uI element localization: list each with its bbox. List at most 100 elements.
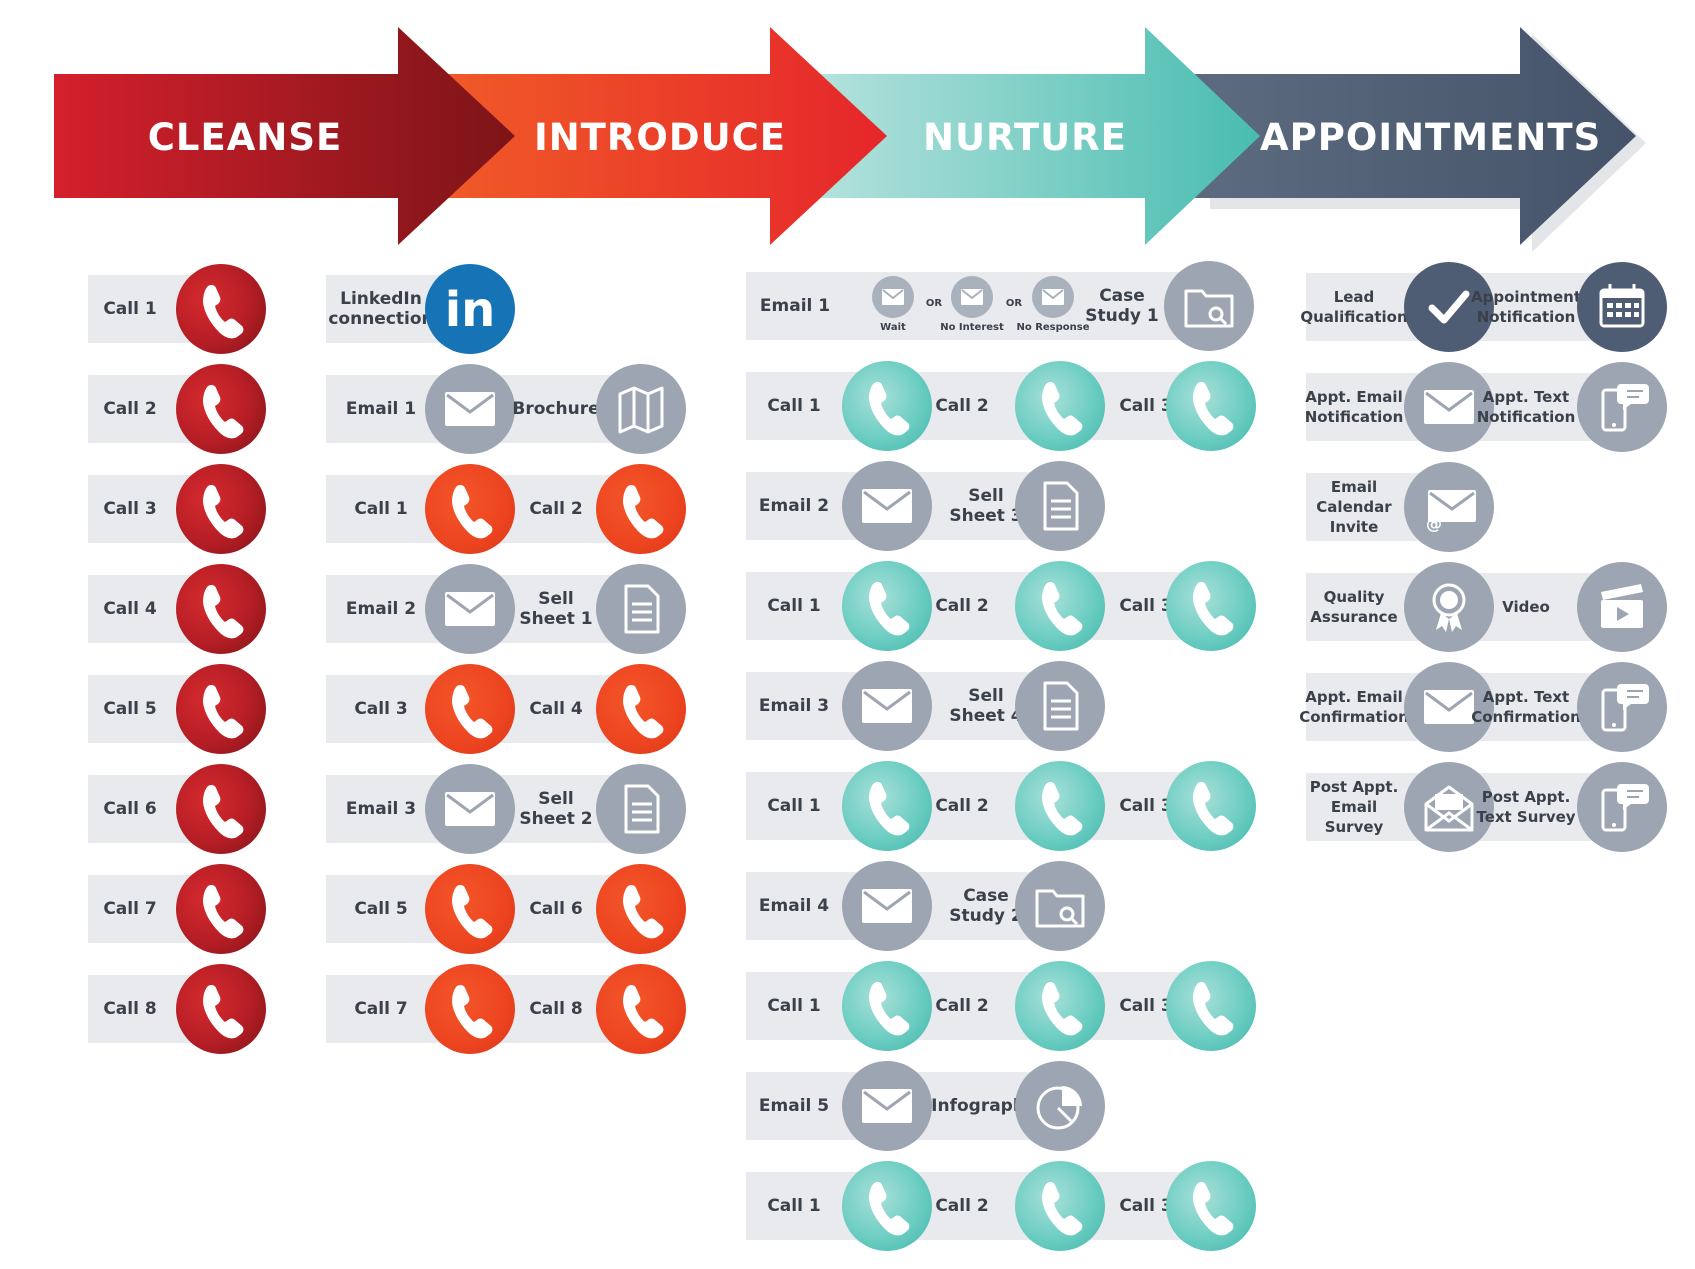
or-label: OR <box>1005 298 1023 309</box>
nurture-item-label: Call 2 <box>935 996 989 1016</box>
phone-icon[interactable] <box>596 864 686 954</box>
phone-icon[interactable] <box>425 864 515 954</box>
email-option-icon[interactable] <box>951 276 993 318</box>
mobile-chat-icon[interactable] <box>1577 662 1667 752</box>
document-icon[interactable] <box>1015 661 1105 751</box>
email-icon[interactable] <box>842 1061 932 1151</box>
phone-icon[interactable] <box>842 561 932 651</box>
phone-icon[interactable] <box>596 664 686 754</box>
phone-icon[interactable] <box>176 464 266 554</box>
email-icon[interactable] <box>425 564 515 654</box>
email-icon[interactable] <box>842 861 932 951</box>
introduce-item-label: Call 1 <box>354 499 408 519</box>
phone-icon[interactable] <box>1166 1161 1256 1251</box>
phone-icon[interactable] <box>176 964 266 1054</box>
phone-icon[interactable] <box>596 964 686 1054</box>
nurture-item-label: Call 1 <box>767 996 821 1016</box>
email-option-icon[interactable] <box>1032 276 1074 318</box>
appointments-item-label: Appointment Notification <box>1470 288 1582 326</box>
email-icon[interactable] <box>842 461 932 551</box>
phone-icon[interactable] <box>1015 761 1105 851</box>
phone-icon[interactable] <box>1015 361 1105 451</box>
folder-search-icon[interactable] <box>1015 861 1105 951</box>
mobile-chat-icon[interactable] <box>1577 762 1667 852</box>
appointments-item-label: Post Appt. Email Survey <box>1309 778 1399 836</box>
nurture-arrow <box>820 27 1260 245</box>
phone-icon[interactable] <box>425 964 515 1054</box>
nurture-item-label: Email 3 <box>758 696 830 716</box>
map-icon[interactable] <box>596 364 686 454</box>
email-icon[interactable] <box>842 661 932 751</box>
video-clapper-icon[interactable] <box>1577 562 1667 652</box>
phone-icon[interactable] <box>176 864 266 954</box>
appointments-arrow-body <box>1195 27 1636 245</box>
introduce-item-label: Call 4 <box>529 699 583 719</box>
linkedin-icon[interactable]: in <box>425 264 515 354</box>
introduce-item-label: Call 3 <box>354 699 408 719</box>
document-icon[interactable] <box>596 564 686 654</box>
introduce-item-label: Call 7 <box>354 999 408 1019</box>
folder-search-icon[interactable] <box>1164 261 1254 351</box>
phone-icon[interactable] <box>1166 561 1256 651</box>
phone-icon[interactable] <box>176 664 266 754</box>
open-envelope-icon[interactable] <box>1404 762 1494 852</box>
phone-icon[interactable] <box>1166 961 1256 1051</box>
phone-icon[interactable] <box>1015 961 1105 1051</box>
award-ribbon-icon[interactable] <box>1404 562 1494 652</box>
phone-icon[interactable] <box>1166 761 1256 851</box>
mobile-chat-icon[interactable] <box>1577 362 1667 452</box>
cleanse-row-label: Call 8 <box>103 999 157 1019</box>
nurture-item-label: Call 1 <box>767 796 821 816</box>
appointments-item-label: Post Appt. Text Survey <box>1476 788 1576 826</box>
appointments-item-label: Quality Assurance <box>1310 588 1398 626</box>
phone-icon[interactable] <box>842 361 932 451</box>
phone-icon[interactable] <box>425 664 515 754</box>
cleanse-row-label: Call 7 <box>103 899 157 919</box>
introduce-item-label: Email 3 <box>345 799 417 819</box>
phone-icon[interactable] <box>842 961 932 1051</box>
stage-label-cleanse: CLEANSE <box>147 116 343 159</box>
introduce-arrow <box>445 27 887 245</box>
phone-icon[interactable] <box>1015 1161 1105 1251</box>
nurture-item-label: Call 2 <box>935 396 989 416</box>
email-icon[interactable] <box>1404 362 1494 452</box>
appointments-item-label: Appt. Text Notification <box>1476 388 1576 426</box>
email-icon[interactable] <box>1404 662 1494 752</box>
phone-icon[interactable] <box>842 1161 932 1251</box>
stage-label-appointments: APPOINTMENTS <box>1260 116 1602 159</box>
nurture-item-label: Call 2 <box>935 1196 989 1216</box>
nurture-item-label: Call 1 <box>767 596 821 616</box>
email-icon[interactable] <box>425 764 515 854</box>
or-label: OR <box>925 298 943 309</box>
nurture-item-label: Email 2 <box>758 496 830 516</box>
checkmark-icon[interactable] <box>1404 262 1494 352</box>
appointments-item-label: Appt. Text Confirmation <box>1471 688 1581 726</box>
cleanse-row-label: Call 3 <box>103 499 157 519</box>
introduce-item-label: Brochure <box>512 399 600 419</box>
phone-icon[interactable] <box>1166 361 1256 451</box>
phone-icon[interactable] <box>176 564 266 654</box>
pie-chart-icon[interactable] <box>1015 1061 1105 1151</box>
email-at-icon[interactable]: @ <box>1404 462 1494 552</box>
email-option-label: No Response <box>1016 322 1090 333</box>
phone-icon[interactable] <box>176 264 266 354</box>
phone-icon[interactable] <box>842 761 932 851</box>
email-icon[interactable] <box>425 364 515 454</box>
introduce-item-label: LinkedIn connection <box>328 289 434 329</box>
phone-icon[interactable] <box>1015 561 1105 651</box>
phone-icon[interactable] <box>596 464 686 554</box>
nurture-item-label: Call 1 <box>767 1196 821 1216</box>
phone-icon[interactable] <box>176 364 266 454</box>
phone-icon[interactable] <box>176 764 266 854</box>
phone-icon[interactable] <box>425 464 515 554</box>
introduce-item-label: Call 6 <box>529 899 583 919</box>
nurture-item-label: Call 2 <box>935 596 989 616</box>
introduce-item-label: Email 1 <box>345 399 417 419</box>
calendar-icon[interactable] <box>1577 262 1667 352</box>
document-icon[interactable] <box>1015 461 1105 551</box>
email-option-icon[interactable] <box>872 276 914 318</box>
email-option-label: No Interest <box>940 322 1004 333</box>
appointments-item-label: Appt. Email Confirmation <box>1299 688 1409 726</box>
document-icon[interactable] <box>596 764 686 854</box>
